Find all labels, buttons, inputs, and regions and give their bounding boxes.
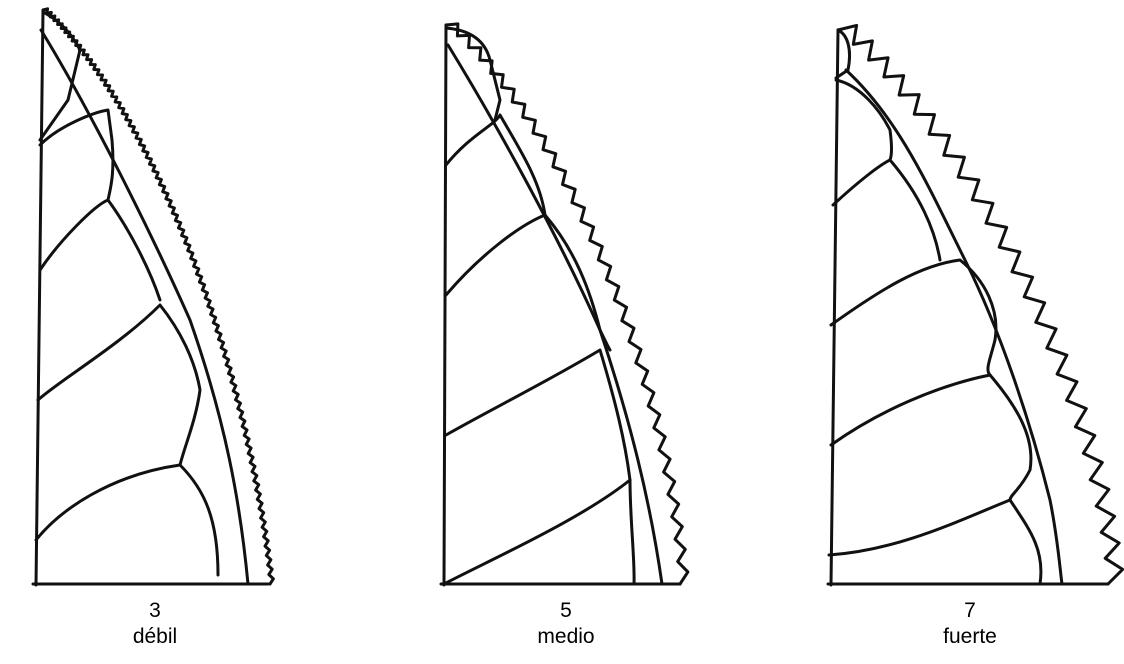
leaf-midrib (444, 25, 446, 585)
caption-label: medio (466, 624, 666, 650)
leaf-midrib (831, 30, 838, 585)
leaf-drawing-weak (33, 9, 273, 585)
caption-weak: 3 débil (55, 598, 255, 650)
caption-label: débil (55, 624, 255, 650)
leaf-midrib (36, 10, 43, 585)
secondary-vein (36, 465, 218, 575)
secondary-vein (829, 500, 1041, 584)
secondary-vein (446, 115, 545, 215)
leaf-margin-toothed (446, 24, 688, 584)
leaf-drawing-strong (828, 25, 1123, 585)
caption-value: 7 (870, 598, 1070, 624)
secondary-vein (831, 375, 1031, 500)
secondary-vein (831, 260, 996, 375)
caption-label: fuerte (870, 624, 1070, 650)
caption-medium: 5 medio (466, 598, 666, 650)
secondary-vein (836, 80, 892, 160)
secondary-vein (446, 350, 634, 584)
secondary-vein (38, 305, 200, 465)
caption-strong: 7 fuerte (870, 598, 1070, 650)
caption-value: 3 (55, 598, 255, 624)
secondary-vein (833, 160, 940, 260)
secondary-vein (446, 215, 610, 350)
marginal-vein (41, 30, 248, 584)
caption-value: 5 (466, 598, 666, 624)
leaf-drawing-medium (441, 24, 688, 585)
marginal-vein (846, 70, 1062, 584)
secondary-vein (444, 480, 630, 584)
